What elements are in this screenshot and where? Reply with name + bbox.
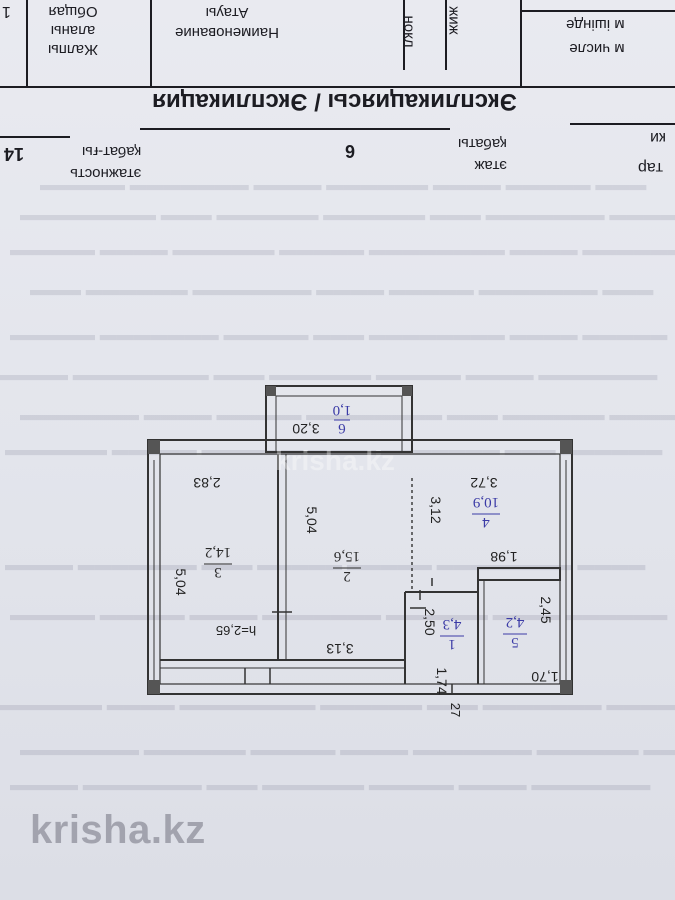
balcony-post-right [402, 386, 412, 396]
room-5-label: 5 4,2 [503, 614, 527, 650]
dim-room1-width: 1,74 [434, 667, 450, 694]
room-labels: 6 1,0 3 14,2 2 15,6 4 10,9 1 [204, 402, 527, 652]
dim-room2-depth: 5,04 [304, 506, 320, 533]
room-4-number: 4 [482, 514, 490, 530]
dim-balcony-depth: 3,20 [292, 421, 319, 437]
room-6-area: 1,0 [333, 402, 352, 418]
balcony-inner [275, 395, 403, 453]
corner-br [560, 680, 572, 694]
room-6-number: 6 [338, 420, 346, 436]
balcony-post-left [266, 386, 276, 396]
room-3-label: 3 14,2 [204, 544, 232, 580]
dim-room1-depth: 2,50 [422, 608, 438, 635]
dim-door-width: 27 [448, 703, 463, 717]
corner-tl [148, 440, 160, 454]
outer-wall [147, 439, 573, 695]
room-2-area: 15,6 [333, 548, 360, 564]
dim-opening: 3,12 [428, 496, 444, 523]
room-3-number: 3 [214, 564, 222, 580]
dim-corridor: 1,98 [490, 549, 517, 565]
walls [147, 385, 573, 695]
room-2-number: 2 [343, 568, 351, 584]
dim-room5-width: 1,70 [531, 669, 558, 685]
room-4-label: 4 10,9 [472, 494, 500, 530]
explication-form: 1 Жалпы аланы Общая Наименование Атауы н… [0, 0, 675, 200]
room-3-area: 14,2 [205, 544, 231, 560]
dimensions: 3,20 2,83 3,72 5,04 3,12 5,04 1,98 h=2,6… [173, 421, 559, 717]
room-1-area: 4,3 [443, 616, 462, 632]
corner-bl [148, 680, 160, 694]
krisha-watermark: krisha.kz [30, 808, 206, 852]
room-1-label: 1 4,3 [440, 616, 464, 652]
dim-room5-depth: 2,45 [538, 596, 554, 623]
wall-fills [148, 386, 572, 694]
room-2-label: 2 15,6 [333, 548, 361, 584]
dim-ceiling-height: h=2,65 [216, 623, 256, 638]
dim-room2-width: 3,13 [326, 641, 353, 657]
door-marks [244, 578, 453, 694]
room-5-number: 5 [511, 634, 519, 650]
room-5-area: 4,2 [506, 614, 525, 630]
room-4-area: 10,9 [473, 494, 499, 510]
plan-watermark: krisha.kz [275, 445, 395, 476]
dim-room3-width: 2,83 [193, 475, 220, 491]
room-1-number: 1 [448, 636, 456, 652]
partition-room5-top [477, 567, 561, 581]
dim-room4-width: 3,72 [470, 475, 497, 491]
corner-tr [560, 440, 572, 454]
room-6-label: 6 1,0 [333, 402, 352, 436]
dim-room3-depth: 5,04 [173, 568, 189, 595]
